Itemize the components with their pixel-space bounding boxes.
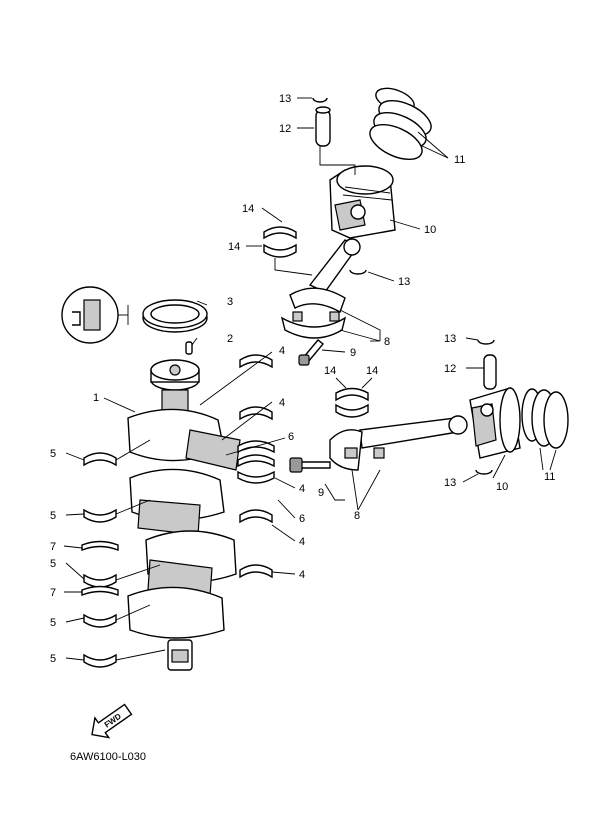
- callout-5-c: 5: [50, 558, 56, 570]
- callout-13-top: 13: [279, 93, 291, 105]
- right-piston-rings: [521, 388, 569, 449]
- thrust-washers-7: [81, 540, 119, 597]
- callout-11-right: 11: [544, 471, 555, 483]
- upper-rod-bolt: [298, 339, 324, 366]
- main-bearings-4: [239, 354, 273, 579]
- callout-labels: 13 12 11 14 10 14 13 3 8 2 13 4 9 12 14 …: [50, 93, 555, 665]
- forward-arrow: FWD: [91, 703, 133, 739]
- callout-12-right: 12: [444, 363, 456, 375]
- callout-14-d: 14: [366, 365, 378, 377]
- upper-piston: [329, 165, 396, 239]
- upper-piston-rings: [369, 87, 432, 161]
- right-bearing-14: [335, 387, 369, 418]
- callout-7-b: 7: [50, 587, 56, 599]
- callout-12-top: 12: [279, 123, 291, 135]
- dowel-pin: [185, 341, 193, 355]
- right-piston-pin: [483, 354, 497, 390]
- callout-2: 2: [227, 333, 233, 345]
- right-clips: [475, 339, 495, 475]
- right-rod-bolt: [289, 457, 331, 473]
- callout-1: 1: [93, 392, 99, 404]
- callout-5-b: 5: [50, 510, 56, 522]
- callout-9-right: 9: [318, 487, 324, 499]
- callout-4-a: 4: [279, 345, 285, 357]
- callout-7-a: 7: [50, 541, 56, 553]
- callout-14-c: 14: [324, 365, 336, 377]
- callout-9-top: 9: [350, 347, 356, 359]
- drawing-code: 6AW6100-L030: [70, 751, 146, 763]
- callout-4-c: 4: [299, 483, 305, 495]
- crankshaft: [127, 359, 241, 671]
- callout-5-e: 5: [50, 653, 56, 665]
- callout-3: 3: [227, 296, 233, 308]
- callout-13-mid: 13: [398, 276, 410, 288]
- upper-clip-13b: [349, 269, 367, 275]
- callout-4-b: 4: [279, 397, 285, 409]
- callout-11-top: 11: [454, 154, 465, 166]
- callout-5-a: 5: [50, 448, 56, 460]
- upper-piston-clip: [312, 97, 328, 103]
- upper-piston-pin: [315, 106, 331, 147]
- callout-5-d: 5: [50, 617, 56, 629]
- callout-13-right-bot: 13: [444, 477, 456, 489]
- callout-4-e: 4: [299, 569, 305, 581]
- callout-6-b: 6: [299, 513, 305, 525]
- upper-bearing-14: [263, 226, 297, 258]
- thrust-bearings-6: [237, 440, 275, 484]
- callout-6-a: 6: [288, 431, 294, 443]
- right-piston: [469, 387, 521, 459]
- callout-8-top: 8: [384, 336, 390, 348]
- main-bearings-5: [83, 452, 117, 668]
- leader-lines: [63, 97, 557, 661]
- right-connecting-rod: [329, 415, 468, 471]
- callout-14-a: 14: [242, 203, 254, 215]
- callout-13-right-top: 13: [444, 333, 456, 345]
- oil-seal-detail-inset: [61, 286, 129, 344]
- callout-8-right: 8: [354, 510, 360, 522]
- callout-10-right: 10: [496, 481, 508, 493]
- callout-14-b: 14: [228, 241, 240, 253]
- callout-10-top: 10: [424, 224, 436, 236]
- upper-connecting-rod: [280, 238, 361, 339]
- callout-4-d: 4: [299, 536, 305, 548]
- oil-seal: [142, 299, 208, 333]
